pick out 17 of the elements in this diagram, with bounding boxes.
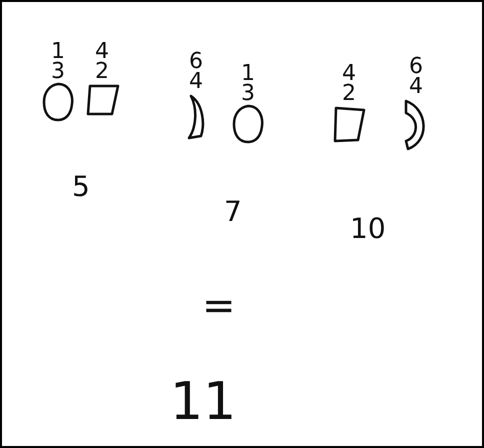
handwritten-number: 10 [350,214,386,244]
numeral: 2 [95,62,109,82]
numeral: 4 [409,77,423,97]
handwritten-number: 11 [170,374,236,430]
numeral: 4 [189,72,203,92]
numeral: 1 [51,42,65,62]
numeral: 3 [241,84,255,104]
handwritten-number: 7 [224,197,242,227]
numeral: 6 [409,57,423,77]
numeral: 1 [241,64,255,84]
numeral: 4 [342,64,356,84]
numeral: 6 [189,52,203,72]
numeral: 3 [51,62,65,82]
numeral: 2 [342,84,356,104]
handwritten-number: 5 [72,172,90,202]
handwritten-number: = [202,284,236,328]
numeral: 4 [95,42,109,62]
